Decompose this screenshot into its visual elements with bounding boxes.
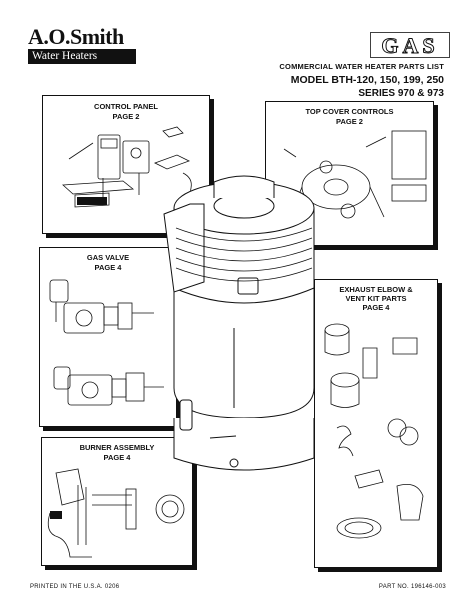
panel-burner-page: PAGE 4 <box>103 453 131 462</box>
panel-control-panel-title: CONTROL PANEL <box>94 102 158 111</box>
title-block: COMMERCIAL WATER HEATER PARTS LIST MODEL… <box>279 62 444 99</box>
gas-mark: GAS <box>370 32 450 58</box>
panel-exhaust-page: PAGE 4 <box>362 303 390 312</box>
gas-mark-text: GAS <box>381 33 438 58</box>
gas-valve-drawing <box>49 279 164 406</box>
panel-gas-valve-page: PAGE 4 <box>94 263 122 272</box>
panel-gas-valve[interactable]: GAS VALVE PAGE 4 <box>39 247 177 427</box>
doc-type: COMMERCIAL WATER HEATER PARTS LIST <box>279 62 444 71</box>
panel-exhaust-title2: VENT KIT PARTS <box>345 294 407 303</box>
exhaust-drawing <box>324 323 424 539</box>
drain-valve-icon <box>229 458 239 468</box>
model-line: MODEL BTH-120, 150, 199, 250 <box>290 74 444 86</box>
footer-printed: PRINTED IN THE U.S.A. 0206 <box>30 584 120 590</box>
igniter-icon <box>50 511 62 519</box>
panel-burner[interactable]: BURNER ASSEMBLY PAGE 4 <box>41 437 193 566</box>
panel-burner-title: BURNER ASSEMBLY <box>79 443 155 452</box>
brand-logo: A.O.Smith Water Heaters <box>28 26 138 64</box>
control-panel-drawing <box>62 126 200 208</box>
panel-top-cover-title: TOP COVER CONTROLS <box>305 107 394 116</box>
panel-gas-valve-title: GAS VALVE <box>86 253 130 262</box>
series-line: SERIES 970 & 973 <box>358 88 444 99</box>
burner-drawing <box>47 468 185 558</box>
footer-part-number: PART NO. 196146-003 <box>378 584 446 590</box>
water-heater-illustration <box>163 175 315 471</box>
brand-name: A.O.Smith <box>28 24 124 49</box>
brand-division: Water Heaters <box>28 49 136 64</box>
panel-exhaust[interactable]: EXHAUST ELBOW & VENT KIT PARTS PAGE 4 <box>314 279 438 568</box>
panel-top-cover-page: PAGE 2 <box>336 117 363 126</box>
rating-plate-icon <box>77 197 107 205</box>
panel-control-panel-page: PAGE 2 <box>112 112 140 121</box>
panel-exhaust-title: EXHAUST ELBOW & <box>339 285 413 294</box>
top-cover-drawing <box>283 130 427 219</box>
